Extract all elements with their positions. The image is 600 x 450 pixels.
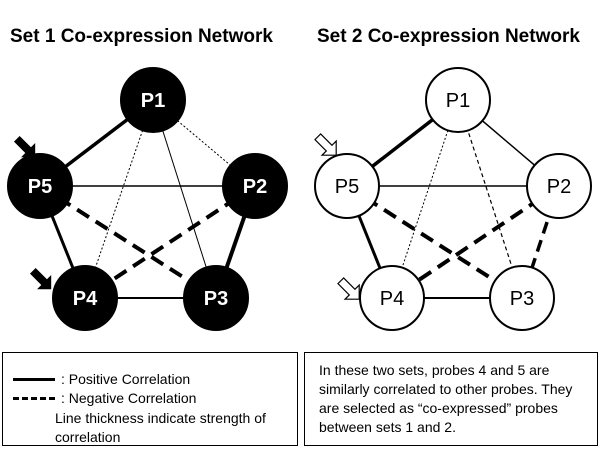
black-arrow-icon [13,135,36,158]
explanation-box: In these two sets, probes 4 and 5 are si… [304,352,598,446]
legend-negative-label: : Negative Correlation [61,390,197,406]
set2-label-p5: P5 [335,176,359,198]
edge-p1-p4 [391,99,459,299]
edge-p1-p3 [152,99,217,299]
explanation-text: In these two sets, probes 4 and 5 are si… [319,362,573,435]
legend-positive: : Positive Correlation [13,371,190,387]
set1-label-p2: P2 [243,176,267,198]
set1-node-p3 [183,265,249,331]
legend-positive-label: : Positive Correlation [61,371,191,387]
set1-node-p5 [7,153,73,219]
edge-p2-p4 [83,184,257,300]
set1-label-p4: P4 [73,288,98,310]
set1-node-p4 [52,265,118,331]
set1-title: Set 1 Co-expression Network [10,26,273,47]
set1-label-p3: P3 [204,288,228,310]
black-arrow-icon [29,267,52,290]
edge-p2-p4 [390,184,561,300]
set2-network: P1 P5 P2 P4 P3 [314,67,592,331]
set2-label-p3: P3 [510,288,534,310]
networks-svg: P1 P5 P2 P4 P3 P1 P5 P2 P4 P3 [7,67,592,331]
edge-p5-p3 [345,184,524,300]
legend-box: : Positive Correlation : Negative Correl… [2,352,298,446]
legend-negative: : Negative Correlation [13,390,196,406]
solid-line-sample [13,377,55,381]
set1-label-p5: P5 [28,176,52,198]
set1-label-p1: P1 [141,90,165,112]
outline-arrow-icon [337,277,360,300]
set2-node-p1 [425,67,491,133]
set2-label-p1: P1 [446,90,470,112]
edge-p5-p3 [38,184,218,300]
set2-node-p2 [526,153,592,219]
set1-network: P1 P5 P2 P4 P3 [7,67,288,331]
set2-title: Set 2 Co-expression Network [317,26,580,47]
outline-arrow-icon [314,133,337,156]
set2-label-p4: P4 [380,288,404,310]
dashed-line-sample [13,396,55,400]
edge-p1-p4 [84,99,154,299]
set1-node-p2 [222,153,288,219]
set2-label-p2: P2 [547,176,571,198]
set1-node-p1 [120,67,186,133]
set2-node-p5 [314,153,380,219]
set2-node-p4 [359,265,425,331]
set2-node-p3 [489,265,555,331]
legend-thickness-note: Line thickness indicate strength of corr… [55,410,266,445]
